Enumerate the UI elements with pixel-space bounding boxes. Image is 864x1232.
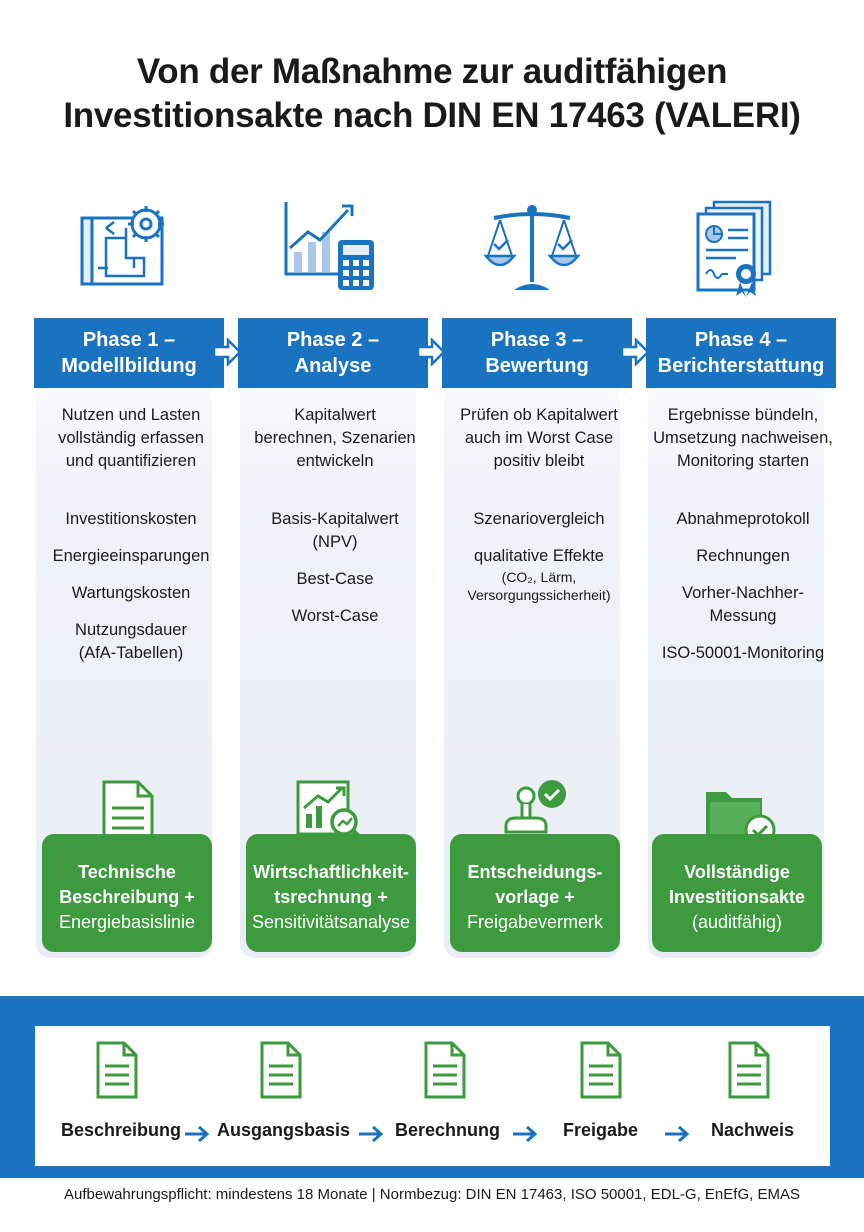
desc-line: Kapitalwert <box>294 406 376 424</box>
arrow-right-icon <box>359 1125 384 1143</box>
list-item: Investitionskosten <box>65 510 197 528</box>
list-item: ISO-50001-Monitoring <box>661 644 825 662</box>
document-icon <box>102 780 154 846</box>
phase-2-name: Analyse <box>294 355 372 377</box>
phase-4-number: Phase 4 – <box>694 329 788 351</box>
result-title: Investitionsakte <box>668 887 806 907</box>
list-item: Worst-Case <box>291 607 379 625</box>
flow-step-nachweis: Nachweis <box>711 1120 795 1140</box>
list-item: Wartungskosten <box>71 584 191 602</box>
result-title: tsrechnung + <box>274 887 388 907</box>
desc-line: Ergebnisse bündeln, <box>667 406 819 424</box>
phase-1-description: Nutzen und Lasten vollständig erfassen u… <box>36 404 226 473</box>
blueprint-gear-icon <box>80 206 164 286</box>
list-item: Vorher-Nachher- <box>682 584 804 602</box>
phase-3-description: Prüfen ob Kapitalwert auch im Worst Case… <box>444 404 634 473</box>
result-title: Wirtschaftlichkeit- <box>253 862 409 882</box>
list-item: (NPV) <box>312 533 358 551</box>
desc-line: vollständig erfassen <box>58 429 204 447</box>
phase-2-description: Kapitalwert berechnen, Szenarien entwick… <box>240 404 430 473</box>
desc-line: entwickeln <box>296 452 374 470</box>
phase-3-number: Phase 3 – <box>490 329 584 351</box>
flow-step-freigabe: Freigabe <box>563 1120 639 1140</box>
phase-2-items: Basis-Kapitalwert (NPV) Best-Case Worst-… <box>240 508 430 642</box>
document-icon <box>580 1041 622 1099</box>
result-title: Technische <box>78 862 176 882</box>
list-item: Energieeinsparungen <box>52 547 210 565</box>
phase-2-result: Wirtschaftlichkeit- tsrechnung + Sensiti… <box>246 834 416 952</box>
result-title: Vollständige <box>684 862 790 882</box>
list-item: Nutzungsdauer <box>75 621 187 639</box>
flow-step-ausgangsbasis: Ausgangsbasis <box>217 1120 351 1140</box>
document-icon <box>96 1041 138 1099</box>
document-icon <box>728 1041 770 1099</box>
list-item: Rechnungen <box>696 547 790 565</box>
result-subtitle: Sensitivitätsanalyse <box>251 912 411 932</box>
arrow-right-icon <box>513 1125 538 1143</box>
document-flow-panel: Beschreibung Ausgangsbasis Berechnung Fr… <box>35 1026 830 1166</box>
chart-calculator-icon <box>284 202 374 290</box>
title-line-2: Investitionsakte nach DIN EN 17463 (VALE… <box>63 96 801 135</box>
desc-line: und quantifizieren <box>65 452 197 470</box>
desc-line: auch im Worst Case <box>464 429 614 447</box>
phase-1-name: Modellbildung <box>61 355 197 377</box>
list-item: Messung <box>709 607 777 625</box>
phase-4-header: Phase 4 – Berichterstattung <box>646 318 836 388</box>
phase-3-result: Entscheidungs- vorlage + Freigabevermerk <box>450 834 620 952</box>
page-title: Von der Maßnahme zur auditfähigen Invest… <box>0 50 864 138</box>
phase-3-header: Phase 3 – Bewertung <box>442 318 632 388</box>
list-item: Szenariovergleich <box>473 510 605 528</box>
phase-1-number: Phase 1 – <box>82 329 176 351</box>
document-icon <box>260 1041 302 1099</box>
title-line-1: Von der Maßnahme zur auditfähigen <box>136 52 728 91</box>
result-subtitle: (auditfähig) <box>691 912 783 932</box>
list-item: Abnahmeprotokoll <box>676 510 810 528</box>
list-item: (CO₂, Lärm, <box>501 569 577 585</box>
phase-2-number: Phase 2 – <box>286 329 380 351</box>
list-item: (AfA-Tabellen) <box>78 644 184 662</box>
desc-line: Monitoring starten <box>676 452 810 470</box>
result-title: vorlage + <box>495 887 575 907</box>
phase-4-description: Ergebnisse bündeln, Umsetzung nachweisen… <box>648 404 838 473</box>
phase-4-name: Berichterstattung <box>657 355 825 377</box>
phase-3-items: Szenariovergleich qualitative Effekte (C… <box>444 508 634 618</box>
phase-4-items: Abnahmeprotokoll Rechnungen Vorher-Nachh… <box>648 508 838 679</box>
arrow-right-icon <box>185 1125 210 1143</box>
phase-4-result: Vollständige Investitionsakte (auditfähi… <box>652 834 822 952</box>
phase-1-result: Technische Beschreibung + Energiebasisli… <box>42 834 212 952</box>
flow-step-berechnung: Berechnung <box>395 1120 501 1140</box>
phase-1-items: Investitionskosten Energieeinsparungen W… <box>36 508 226 679</box>
footer-note: Aufbewahrungspflicht: mindestens 18 Mona… <box>64 1186 800 1203</box>
arrow-right-icon <box>416 338 446 366</box>
desc-line: Umsetzung nachweisen, <box>653 429 833 447</box>
desc-line: positiv bleibt <box>493 452 585 470</box>
phase-1-header: Phase 1 – Modellbildung <box>34 318 224 388</box>
list-item: qualitative Effekte <box>474 547 604 565</box>
list-item: Basis-Kapitalwert <box>271 510 399 528</box>
desc-line: Nutzen und Lasten <box>61 406 201 424</box>
phase-3-name: Bewertung <box>485 355 589 377</box>
certificate-documents-icon <box>696 200 772 297</box>
arrow-right-icon <box>212 338 242 366</box>
result-title: Beschreibung + <box>59 887 195 907</box>
desc-line: berechnen, Szenarien <box>254 429 416 447</box>
scales-icon <box>483 205 581 290</box>
list-item: Versorgungssicherheit) <box>467 587 611 603</box>
arrow-right-icon <box>665 1125 690 1143</box>
document-icon <box>424 1041 466 1099</box>
list-item: Best-Case <box>296 570 374 588</box>
flow-step-beschreibung: Beschreibung <box>61 1120 182 1140</box>
result-title: Entscheidungs- <box>467 862 603 882</box>
phase-2-header: Phase 2 – Analyse <box>238 318 428 388</box>
arrow-right-icon <box>620 338 650 366</box>
result-subtitle: Energiebasislinie <box>58 912 196 932</box>
document-flow-band: Beschreibung Ausgangsbasis Berechnung Fr… <box>0 996 864 1178</box>
result-subtitle: Freigabevermerk <box>466 912 604 932</box>
stamp-icon <box>502 780 566 842</box>
desc-line: Prüfen ob Kapitalwert <box>460 406 618 424</box>
